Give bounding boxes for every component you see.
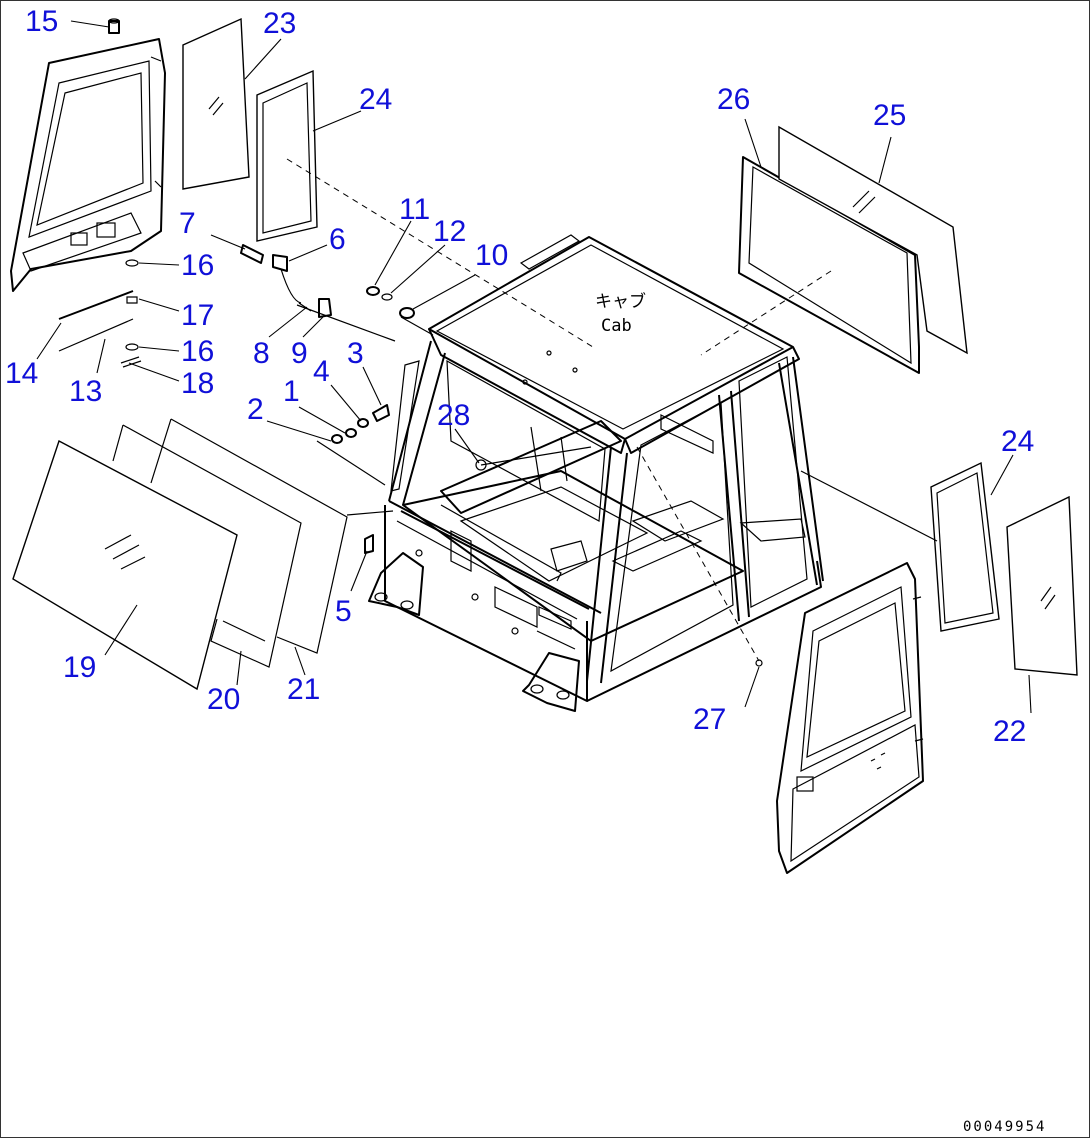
callout-14: 14 [5, 357, 38, 390]
callout-15: 15 [25, 5, 58, 38]
callout-24b: 24 [1001, 425, 1034, 458]
callout-23: 23 [263, 7, 296, 40]
callout-2: 2 [247, 393, 264, 426]
document-number: 00049954 [963, 1119, 1046, 1135]
door-hardware [58, 18, 142, 368]
cab-label-en: Cab [601, 316, 632, 336]
callout-12: 12 [433, 215, 466, 248]
cab-label-jp: キャブ [595, 291, 646, 312]
glass-21 [150, 418, 348, 654]
left-door [10, 38, 166, 292]
callout-16a: 16 [181, 249, 214, 282]
right-door [776, 562, 924, 874]
callout-7: 7 [179, 207, 196, 240]
fasteners [240, 244, 763, 667]
glass-19 [12, 439, 238, 691]
callout-5: 5 [335, 595, 352, 628]
callout-10: 10 [475, 239, 508, 272]
callout-6: 6 [329, 223, 346, 256]
glass-23 [182, 17, 250, 190]
glass-24-left [256, 69, 318, 242]
callout-4: 4 [313, 355, 330, 388]
glass-22 [1006, 495, 1078, 676]
callout-11: 11 [399, 193, 430, 226]
callout-21: 21 [287, 673, 320, 706]
callout-27: 27 [693, 703, 726, 736]
callout-labels: 1 2 3 4 5 6 7 8 9 10 11 12 13 14 15 16 1… [5, 5, 1034, 748]
cab-roof-label: キャブ Cab [595, 291, 646, 336]
callout-18: 18 [181, 367, 214, 400]
glass-20 [112, 424, 302, 668]
leader-lines [36, 20, 1032, 714]
callout-8: 8 [253, 337, 270, 370]
callout-17: 17 [181, 299, 214, 332]
callout-13: 13 [69, 375, 102, 408]
callout-26: 26 [717, 83, 750, 116]
glass-24-right [930, 461, 1000, 632]
callout-19: 19 [63, 651, 96, 684]
callout-24a: 24 [359, 83, 392, 116]
callout-25: 25 [873, 99, 906, 132]
callout-28: 28 [437, 399, 470, 432]
cab-frame [368, 234, 824, 712]
glass-25 [778, 125, 968, 355]
callout-20: 20 [207, 683, 240, 716]
interior-part-28 [475, 446, 592, 471]
callout-9: 9 [291, 337, 308, 370]
callout-22: 22 [993, 715, 1026, 748]
callout-1: 1 [283, 375, 300, 408]
callout-3: 3 [347, 337, 364, 370]
callout-16b: 16 [181, 335, 214, 368]
